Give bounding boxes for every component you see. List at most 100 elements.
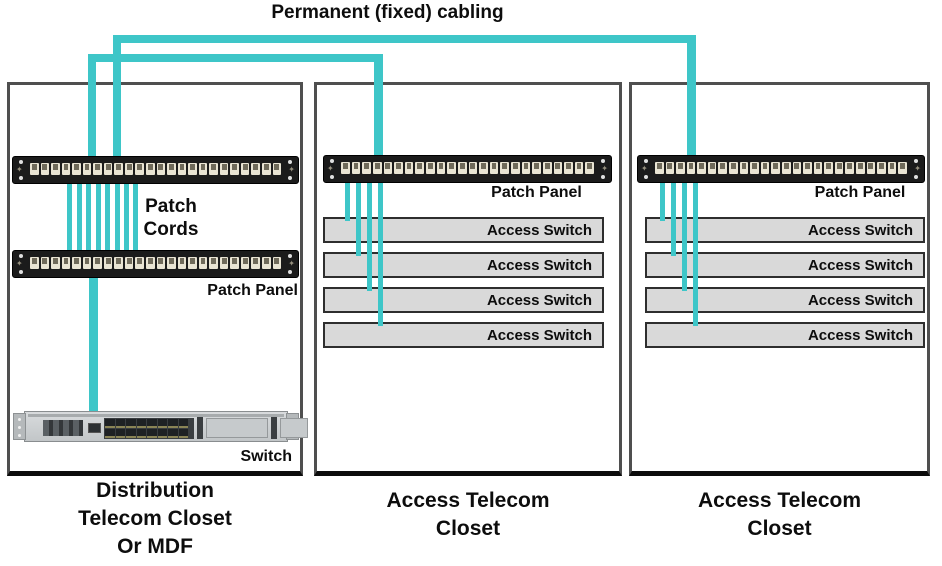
rj45-port: [114, 163, 123, 175]
access-switch-label: Access Switch: [486, 221, 592, 239]
drop-cable-to-access-switch: [378, 172, 383, 326]
rj45-port: [240, 163, 250, 175]
permanent-cable-run-to-right: [113, 35, 696, 43]
rj45-port: [542, 162, 552, 174]
switch-port-block: [104, 418, 194, 439]
rj45-port: [61, 163, 71, 175]
rj45-port: [146, 257, 155, 269]
panel-brand-icon: ✦: [601, 164, 608, 173]
rj45-port: [834, 162, 844, 174]
rj45-port: [686, 162, 696, 174]
rj45-port: [729, 162, 738, 174]
rj45-port: [167, 257, 176, 269]
rj45-port: [479, 162, 488, 174]
rj45-port: [468, 162, 478, 174]
caption-access-closet-2: Access Telecom Closet: [629, 487, 930, 543]
access-switch-label: Access Switch: [807, 326, 913, 344]
access-switch-bar: Access Switch: [645, 217, 925, 243]
rj45-port: [760, 162, 770, 174]
drop-cable-to-access-switch: [367, 172, 372, 291]
access-switch-bar: Access Switch: [323, 217, 604, 243]
rj45-port: [500, 162, 509, 174]
patch-cord: [115, 175, 120, 257]
permanent-cable-left-drop-a: [88, 56, 96, 168]
rj45-port: [177, 257, 187, 269]
rj45-port: [188, 163, 197, 175]
access-switch-bar: Access Switch: [645, 322, 925, 348]
rj45-port: [135, 257, 145, 269]
patch-cord: [105, 175, 110, 257]
caption-line: Access Telecom: [697, 489, 862, 512]
rj45-port: [877, 162, 886, 174]
patch-panel-access-2: ✦✦: [637, 155, 925, 183]
access-switch-bar: Access Switch: [645, 287, 925, 313]
rj45-port: [40, 257, 50, 269]
panel-screw-icon: [288, 160, 292, 164]
rj45-port: [188, 257, 197, 269]
rack-ear-left-icon: [13, 413, 26, 440]
switch-blank-plate: [280, 418, 308, 438]
rj45-port: [532, 162, 541, 174]
rj45-port: [167, 163, 176, 175]
patch-cord: [77, 175, 82, 257]
permanent-cable-run-to-middle: [88, 54, 383, 62]
caption-access-closet-1: Access Telecom Closet: [314, 487, 622, 543]
rj45-port: [457, 162, 467, 174]
rj45-port: [415, 162, 424, 174]
rj45-port: [739, 162, 749, 174]
rj45-port: [813, 162, 823, 174]
rj45-port: [30, 163, 39, 175]
drop-cable-to-access-switch: [356, 172, 361, 256]
caption-line: Distribution: [96, 479, 214, 502]
panel-brand-icon: ✦: [16, 259, 23, 268]
rj45-port: [114, 257, 123, 269]
caption-line: Closet: [435, 517, 501, 540]
rj45-port: [887, 162, 897, 174]
caption-line: Telecom Closet: [78, 507, 232, 530]
panel-screw-icon: [19, 160, 23, 164]
rj45-port: [61, 257, 71, 269]
rj45-port: [146, 163, 155, 175]
rj45-port: [124, 257, 134, 269]
port-row: [341, 162, 594, 174]
rj45-port: [209, 163, 218, 175]
access-switch-bar: Access Switch: [645, 252, 925, 278]
port-row: [30, 257, 282, 269]
patch-panel-label-distribution: Patch Panel: [207, 282, 298, 299]
permanent-cable-middle-drop: [374, 54, 383, 164]
switch-uplink-cable: [89, 270, 98, 415]
switch-slot-divider: [271, 417, 277, 439]
access-switch-bar: Access Switch: [323, 287, 604, 313]
rj45-port: [362, 162, 371, 174]
patch-cord: [124, 175, 129, 257]
switch-mgmt-module: [43, 420, 83, 436]
panel-brand-icon: ✦: [288, 259, 295, 268]
rj45-port: [792, 162, 802, 174]
patch-cord: [133, 175, 138, 257]
closet-box-access-1: [314, 82, 622, 476]
rj45-port: [30, 257, 39, 269]
panel-brand-icon: ✦: [16, 165, 23, 174]
rj45-port: [553, 162, 563, 174]
panel-screw-icon: [330, 175, 334, 179]
rj45-port: [866, 162, 876, 174]
rj45-port: [82, 257, 92, 269]
rj45-port: [447, 162, 456, 174]
rj45-port: [824, 162, 833, 174]
panel-screw-icon: [288, 176, 292, 180]
access-switch-label: Access Switch: [807, 256, 913, 274]
access-switch-bar: Access Switch: [323, 322, 604, 348]
panel-screw-icon: [19, 270, 23, 274]
rj45-port: [251, 257, 261, 269]
switch-console-port: [88, 423, 101, 433]
rj45-port: [803, 162, 812, 174]
caption-line: Closet: [747, 517, 812, 540]
patch-panel-top-distribution: ✦✦: [12, 156, 299, 184]
patch-panel-bottom-distribution: ✦✦: [12, 250, 299, 278]
rj45-port: [394, 162, 403, 174]
rj45-port: [262, 257, 271, 269]
rj45-port: [219, 257, 229, 269]
access-switch-label: Access Switch: [486, 326, 592, 344]
rj45-port: [426, 162, 435, 174]
